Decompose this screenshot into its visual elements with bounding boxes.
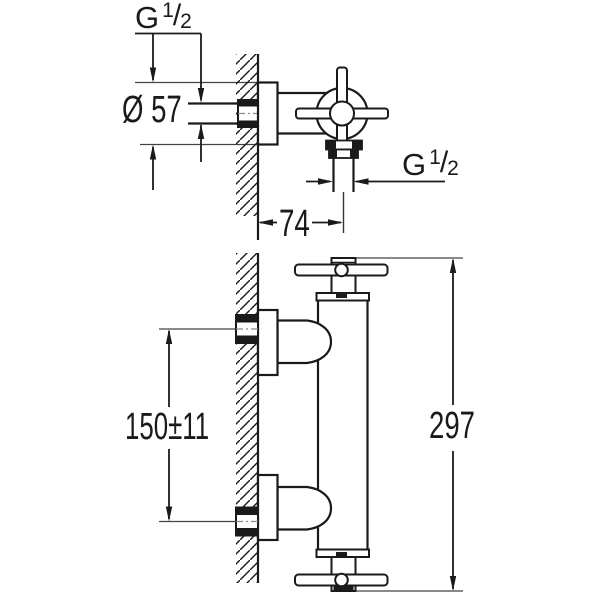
- handle-screw-top: [334, 262, 349, 278]
- wall-hatch-top-view: [236, 54, 258, 216]
- nipple-bottom: [235, 506, 259, 537]
- cross-handle-top-view: [295, 66, 389, 144]
- wall-thread-prefix: G: [135, 0, 160, 35]
- dimension-escutcheon-diameter: [149, 34, 157, 190]
- escutcheon-top: [256, 308, 279, 377]
- dimension-outlet-thread: [306, 178, 445, 185]
- top-view: [135, 32, 445, 240]
- extension-lines-front-view: [159, 257, 463, 592]
- outlet-thread-denominator: 2: [447, 157, 459, 180]
- dimension-74: [258, 219, 343, 226]
- s-union-bottom: [276, 485, 333, 531]
- handle-bar-top: [294, 262, 389, 278]
- escutcheon-top-view: [256, 81, 279, 146]
- wall-union-nipple-top-view: [188, 99, 259, 128]
- handle-screw-bottom: [334, 572, 349, 588]
- front-view: [159, 253, 463, 592]
- dim-label-74: 74: [279, 203, 310, 245]
- wall-thread-denominator: 2: [180, 10, 192, 33]
- valve-body-top-view: [277, 91, 330, 135]
- dimension-297: [449, 258, 457, 591]
- dim-label-297: 297: [429, 405, 475, 447]
- dimension-wall-thread: [135, 32, 205, 162]
- wall-thread-slash: /: [172, 0, 182, 32]
- handle-bar-bottom: [294, 572, 389, 588]
- nipple-top: [235, 314, 259, 344]
- dim-label-150: 150±11: [125, 406, 210, 448]
- s-union-top: [276, 319, 333, 365]
- outlet-thread-prefix: G: [402, 147, 427, 182]
- wall-thread-numerator: 1: [162, 0, 174, 22]
- body-cap-bottom: [315, 548, 370, 558]
- body-cap-top: [315, 292, 370, 302]
- outlet-thread-slash: /: [439, 146, 449, 179]
- dim-label-escutcheon-diameter: Ø 57: [122, 89, 182, 131]
- escutcheon-bottom: [256, 473, 279, 542]
- handle-hub: [329, 100, 355, 127]
- outlet-thread-numerator: 1: [429, 146, 441, 169]
- shower-outlet-top-view: [325, 139, 363, 233]
- dimension-150: [165, 329, 173, 522]
